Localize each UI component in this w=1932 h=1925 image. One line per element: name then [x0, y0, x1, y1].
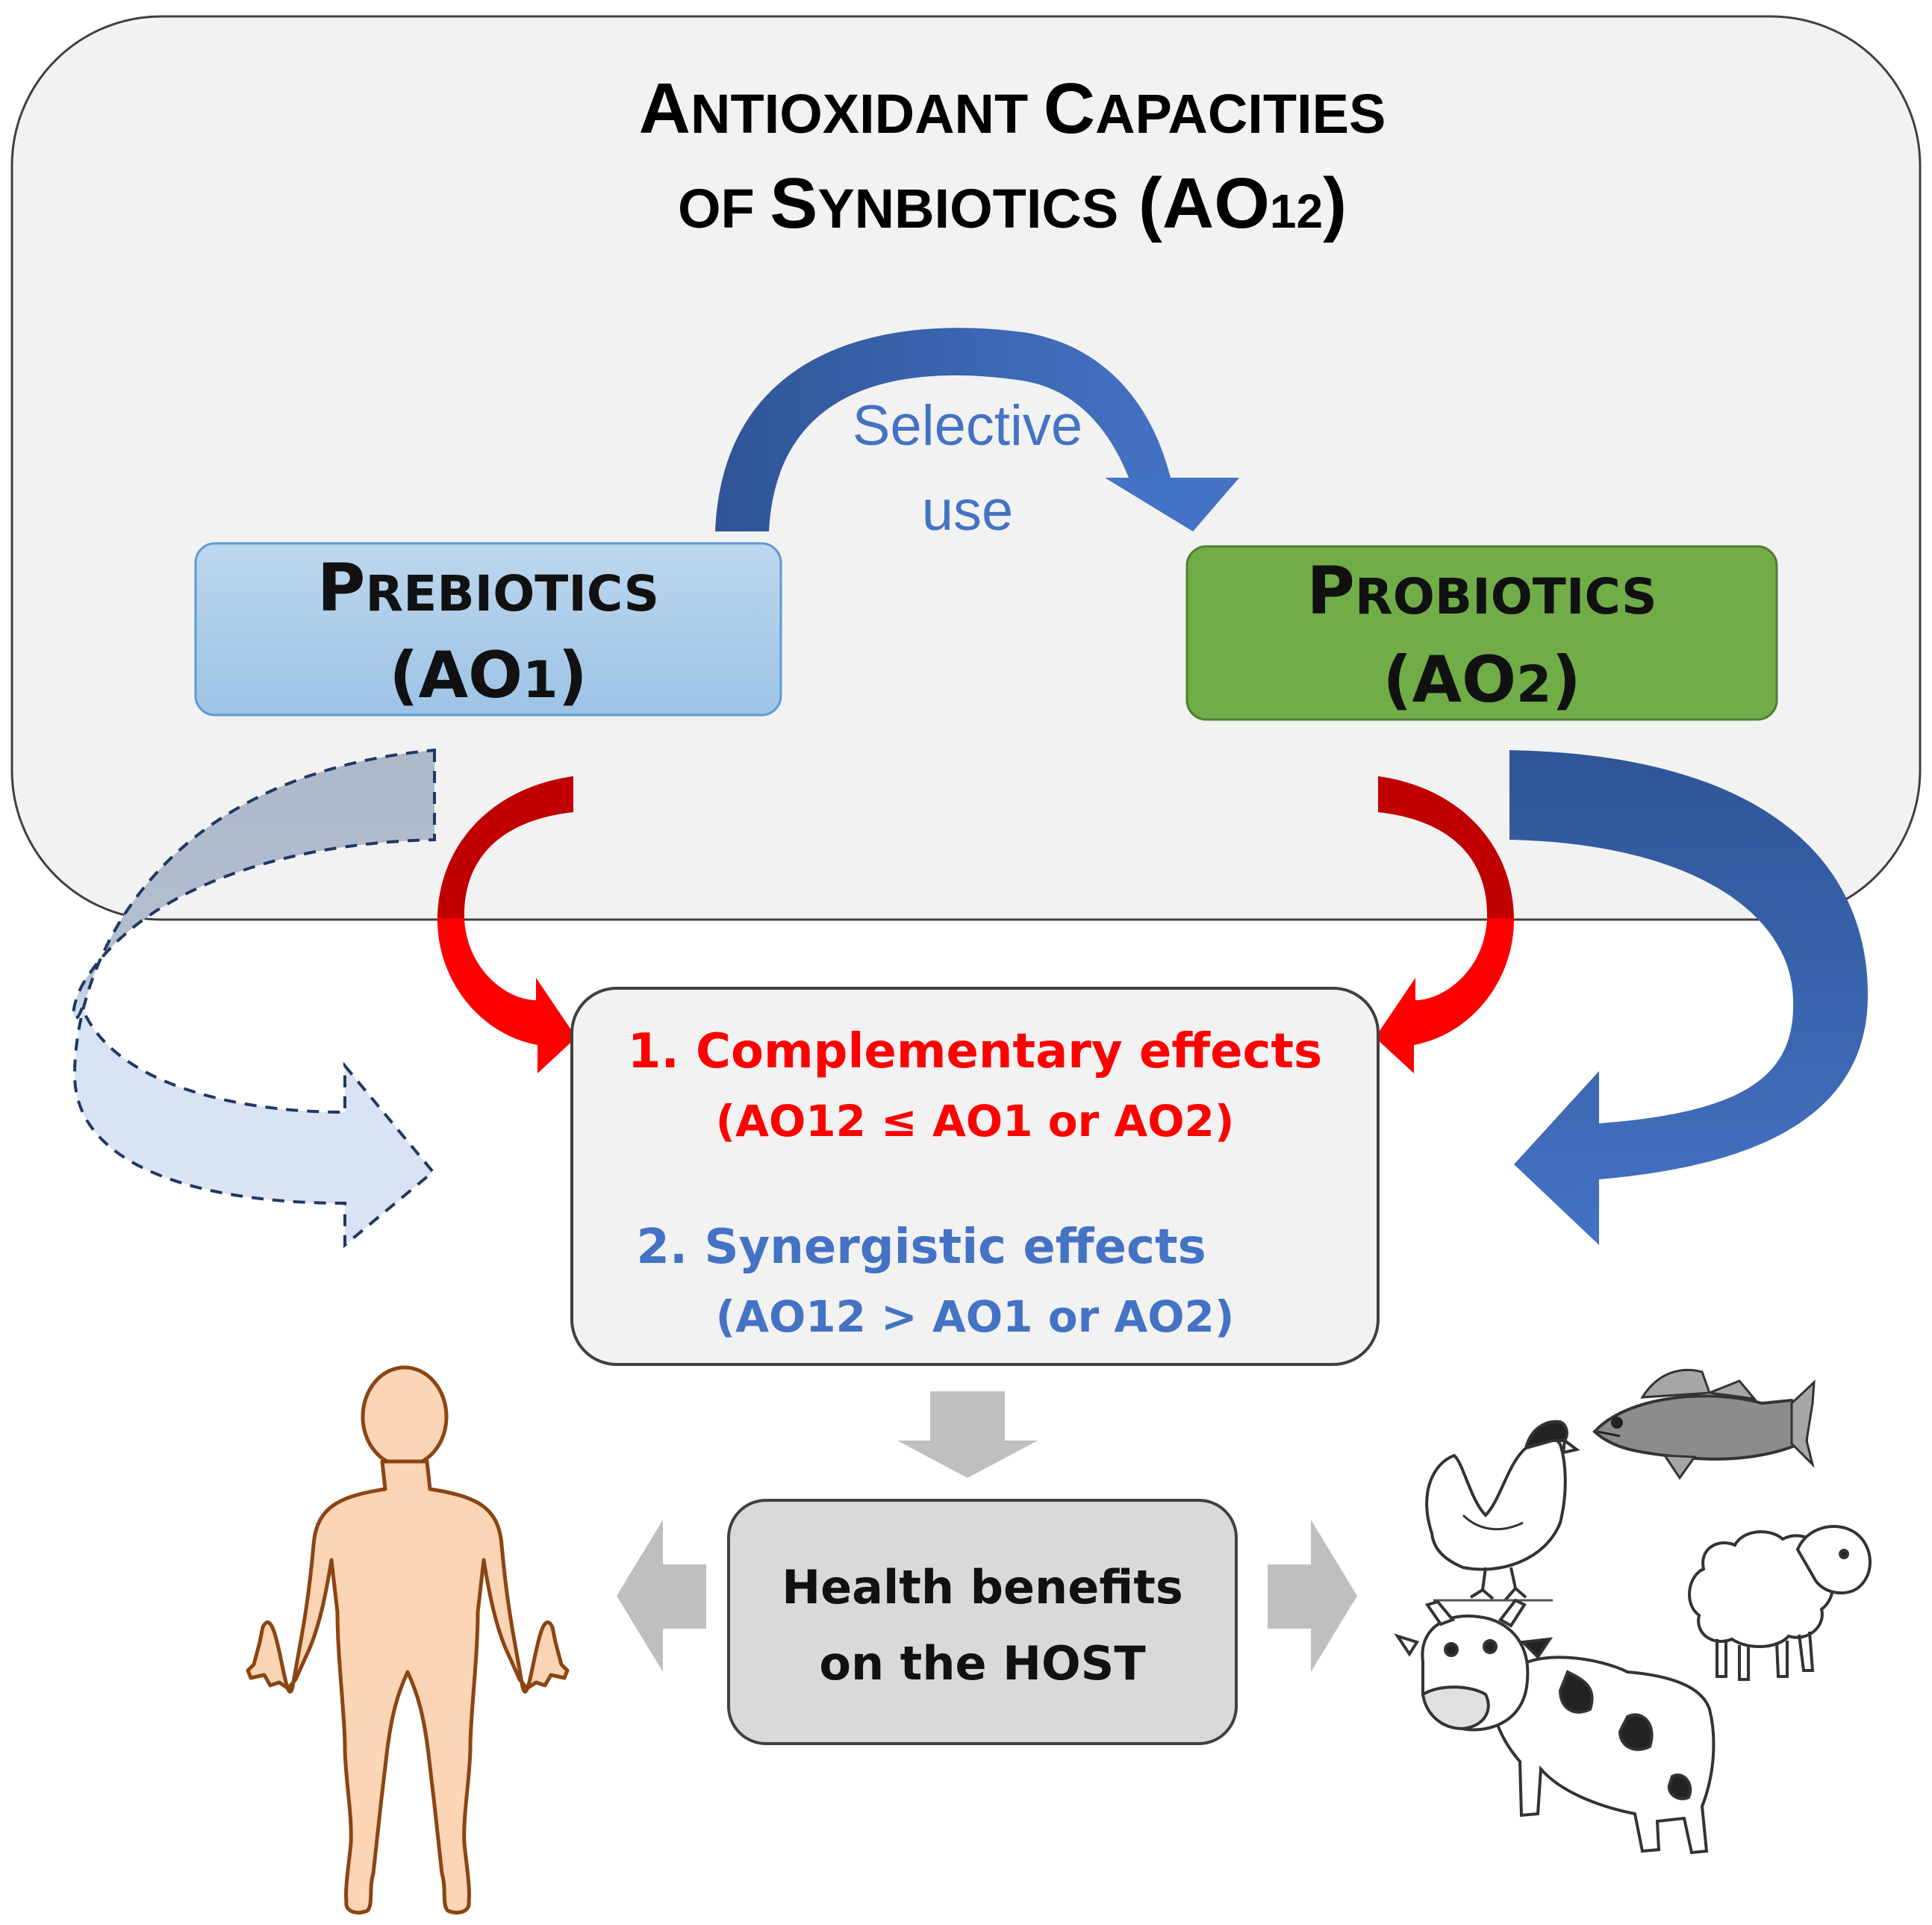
- prebiotics-box: [194, 542, 782, 717]
- effects-box: [570, 987, 1380, 1366]
- health-benefits-line1: Health benefits: [782, 1560, 1183, 1614]
- gray-arrow-left: [617, 1520, 706, 1672]
- gray-arrow-right: [1268, 1520, 1357, 1672]
- prebiotics-ao-label: (AO1): [389, 638, 588, 713]
- sheep-icon: [1688, 1525, 1872, 1681]
- page-title: ANTIOXIDANT CAPACITIES: [639, 69, 1386, 149]
- probiotics-ao-label: (AO2): [1383, 643, 1581, 717]
- probiotics-label: PROBIOTICS: [1306, 552, 1657, 629]
- red-arrow-right-shade: [1378, 776, 1514, 918]
- blue-curved-arrow: [1509, 750, 1869, 1245]
- selective-use-arrowhead: [1105, 478, 1239, 531]
- synergistic-effects-title: 2. Synergistic effects: [636, 1220, 1206, 1275]
- synergistic-effects-formula: (AO12 > AO1 or AO2): [716, 1291, 1235, 1342]
- cow-icon: [1394, 1598, 1716, 1855]
- complementary-effects-title: 1. Complementary effects: [628, 1024, 1322, 1079]
- prebiotics-label: PREBIOTICS: [317, 549, 659, 626]
- selective-use-label-line2: use: [922, 479, 1014, 543]
- complementary-effects-formula: (AO12 ≤ AO1 or AO2): [716, 1096, 1235, 1146]
- gray-arrow-down: [897, 1391, 1038, 1478]
- red-arrow-left-shade: [437, 776, 573, 918]
- human-body-icon: [246, 1365, 570, 1915]
- health-benefits-line2: on the HOST: [819, 1636, 1145, 1691]
- selective-use-arc: [715, 328, 1171, 531]
- selective-use-label-line1: Selective: [853, 394, 1082, 458]
- page-subtitle: OF SYNBIOTICS (AO12): [678, 163, 1347, 243]
- fish-icon: [1592, 1368, 1816, 1480]
- dashed-curved-arrow: [72, 748, 436, 1249]
- hen-icon: [1425, 1420, 1580, 1602]
- health-benefits-box: [727, 1499, 1238, 1745]
- probiotics-box: [1185, 545, 1778, 721]
